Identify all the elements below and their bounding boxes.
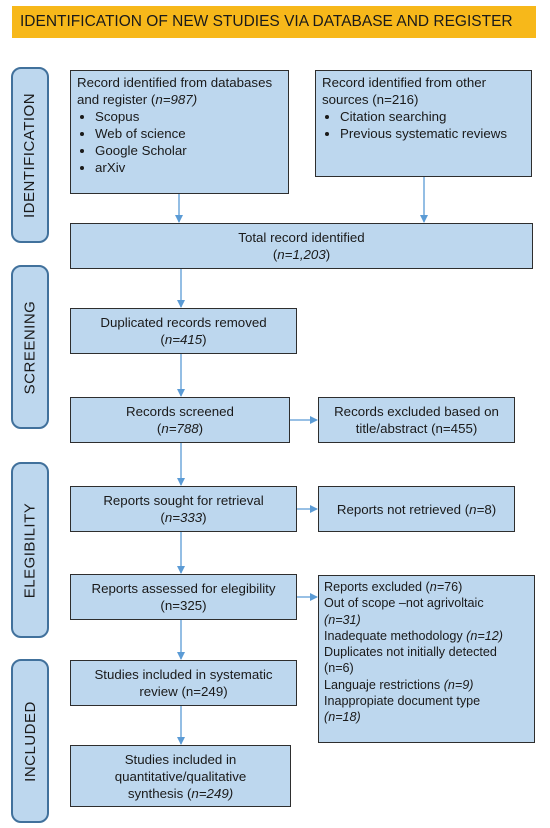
assessed-box: Reports assessed for elegibility (n=325)	[70, 574, 297, 620]
databases-item: Google Scholar	[95, 142, 282, 159]
duplicates-box: Duplicated records removed (n=415)	[70, 308, 297, 354]
phase-identification: IDENTIFICATION	[11, 67, 49, 243]
sought-line1: Reports sought for retrieval	[103, 493, 264, 508]
excluded-abstract-line2: title/abstract (n=455)	[355, 421, 478, 436]
assessed-line2: (n=325)	[160, 598, 207, 613]
assessed-line1: Reports assessed for elegibility	[91, 581, 276, 596]
synthesis-box: Studies included in quantitative/qualita…	[70, 745, 291, 807]
other-sources-box: Record identified from other sources (n=…	[315, 70, 532, 177]
phase-included: INCLUDED	[11, 659, 49, 823]
databases-list: Scopus Web of science Google Scholar arX…	[77, 108, 282, 176]
other-sources-list: Citation searching Previous systematic r…	[322, 108, 525, 142]
excluded-reason-duplicates: Duplicates not initially detected	[324, 645, 497, 660]
databases-text: Record identified from databases and reg…	[77, 75, 273, 107]
excluded-reason-scope-count: (n=31)	[324, 612, 361, 627]
databases-box: Record identified from databases and reg…	[70, 70, 289, 194]
databases-item: arXiv	[95, 159, 282, 176]
duplicates-line2: (n=415)	[160, 332, 207, 347]
total-line1: Total record identified	[238, 230, 365, 245]
total-line2: (n=1,203)	[272, 247, 331, 262]
reports-excluded-box: Reports excluded (n=76) Out of scope –no…	[318, 575, 535, 743]
screened-line1: Records screened	[126, 404, 234, 419]
synthesis-line3: synthesis (n=249)	[127, 785, 234, 801]
phase-elegibility: ELEGIBILITY	[11, 462, 49, 638]
databases-item: Web of science	[95, 125, 282, 142]
reports-excluded-title: Reports excluded (n=76)	[324, 580, 463, 594]
total-box: Total record identified (n=1,203)	[70, 223, 533, 269]
excluded-abstract-box: Records excluded based on title/abstract…	[318, 397, 515, 443]
excluded-reason-methodology: Inadequate methodology (n=12)	[324, 628, 503, 643]
synthesis-line2: quantitative/qualitative	[114, 768, 247, 784]
excluded-reason-language: Languaje restrictions (n=9)	[324, 677, 474, 692]
screened-line2: (n=788)	[156, 421, 204, 436]
excluded-reason-doctype-count: (n=18)	[324, 710, 361, 725]
other-sources-item: Citation searching	[340, 108, 525, 125]
excluded-reason-scope: Out of scope –not agrivoltaic	[324, 596, 484, 611]
duplicates-line1: Duplicated records removed	[100, 315, 267, 330]
sought-line2: (n=333)	[160, 510, 207, 525]
excluded-reason-doctype: Inappropiate document type	[324, 694, 481, 709]
screened-box: Records screened (n=788)	[70, 397, 290, 443]
databases-item: Scopus	[95, 108, 282, 125]
studies-review-box: Studies included in systematic review (n…	[70, 660, 297, 706]
excluded-abstract-line1: Records excluded based on	[334, 404, 499, 419]
other-sources-item: Previous systematic reviews	[340, 125, 525, 142]
studies-review-line1: Studies included in systematic	[94, 667, 273, 682]
sought-box: Reports sought for retrieval (n=333)	[70, 486, 297, 532]
phase-screening: SCREENING	[11, 265, 49, 429]
studies-review-line2: review (n=249)	[139, 684, 228, 699]
banner-title: IDENTIFICATION OF NEW STUDIES VIA DATABA…	[12, 6, 536, 38]
excluded-reason-duplicates-count: (n=6)	[324, 661, 354, 676]
synthesis-line1: Studies included in	[124, 751, 237, 767]
not-retrieved-text: Reports not retrieved (n=8)	[336, 501, 497, 517]
other-sources-text: Record identified from other sources (n=…	[322, 75, 487, 107]
not-retrieved-box: Reports not retrieved (n=8)	[318, 486, 515, 532]
